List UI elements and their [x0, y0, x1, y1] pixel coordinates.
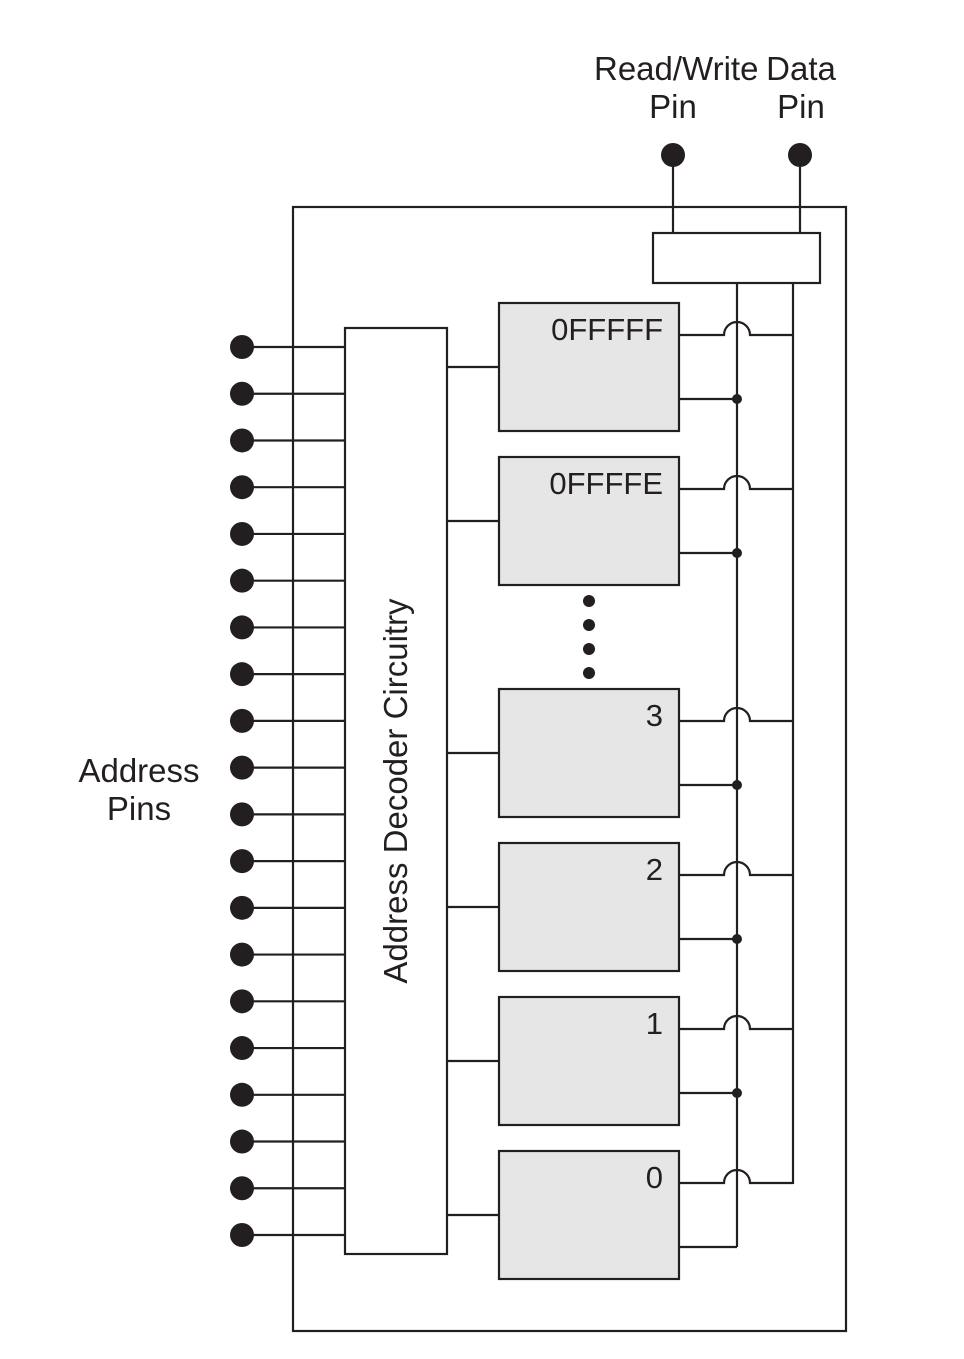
- bus-junction: [732, 548, 742, 558]
- address-pin: [230, 989, 254, 1014]
- cell-data-line: [679, 1168, 793, 1185]
- ellipsis-dot: [583, 619, 595, 631]
- memory-cell: [497, 455, 681, 587]
- bus-junction: [732, 780, 742, 790]
- cell-data-line: [679, 320, 793, 337]
- memory-cell: [497, 687, 681, 819]
- cell-data-line: [679, 706, 793, 723]
- read-write-pin: [661, 143, 685, 167]
- address-pin: [230, 335, 254, 359]
- address-decoder-box: [343, 326, 449, 1256]
- rw-buffer-box: [651, 231, 822, 285]
- address-decoder-label: Address Decoder Circuitry: [377, 598, 414, 984]
- address-pins-label: Address Pins: [70, 752, 208, 828]
- read-write-pin-label: Read/Write Pin: [594, 50, 759, 126]
- memory-cell-address-label: 0FFFFF: [551, 312, 663, 347]
- address-label-line2: Pins: [106, 790, 172, 827]
- memory-cell-address-label: 0FFFFE: [549, 466, 663, 501]
- ellipsis-dot: [583, 595, 595, 607]
- cell-data-line: [679, 1014, 793, 1031]
- read-write-label-line1: Read/Write: [594, 50, 759, 87]
- address-pin: [230, 849, 254, 874]
- cell-data-line: [679, 860, 793, 877]
- data-label-line2: Pin: [777, 88, 825, 125]
- address-pin: [230, 1176, 254, 1201]
- address-pin: [230, 708, 254, 733]
- memory-cell-address-label: 1: [645, 1006, 663, 1041]
- memory-cell: [497, 841, 681, 973]
- read-write-label-line2: Pin: [649, 88, 697, 125]
- address-pin: [230, 568, 254, 593]
- data-label-line1: Data: [766, 50, 836, 87]
- memory-cell: [497, 995, 681, 1127]
- ellipsis-dot: [583, 643, 595, 655]
- address-pin: [230, 1036, 254, 1061]
- address-pin: [230, 802, 254, 827]
- bus-junction: [732, 934, 742, 944]
- address-pin: [230, 521, 254, 546]
- memory-cell-address-label: 3: [645, 698, 663, 733]
- memory-cell-address-label: 2: [645, 852, 663, 887]
- data-pin: [788, 143, 812, 167]
- memory-cell: [497, 1149, 681, 1281]
- address-pin: [230, 1129, 254, 1154]
- cell-data-line: [679, 474, 793, 491]
- memory-cell: [497, 301, 681, 433]
- address-pin: [230, 895, 254, 920]
- address-pin: [230, 662, 254, 687]
- bus-junction: [732, 394, 742, 404]
- chip-outline: [291, 205, 848, 1333]
- address-pin: [230, 615, 254, 640]
- address-pin: [230, 755, 254, 780]
- address-pin: [230, 428, 254, 453]
- address-pin: [230, 381, 254, 406]
- address-pin: [230, 1223, 254, 1247]
- bus-junction: [732, 1088, 742, 1098]
- address-label-line1: Address: [78, 752, 200, 789]
- ellipsis-dot: [583, 667, 595, 679]
- address-pin: [230, 1082, 254, 1107]
- memory-cell-address-label: 0: [645, 1160, 663, 1195]
- data-pin-label: Data Pin: [758, 50, 844, 126]
- address-pin: [230, 475, 254, 500]
- address-pin: [230, 942, 254, 967]
